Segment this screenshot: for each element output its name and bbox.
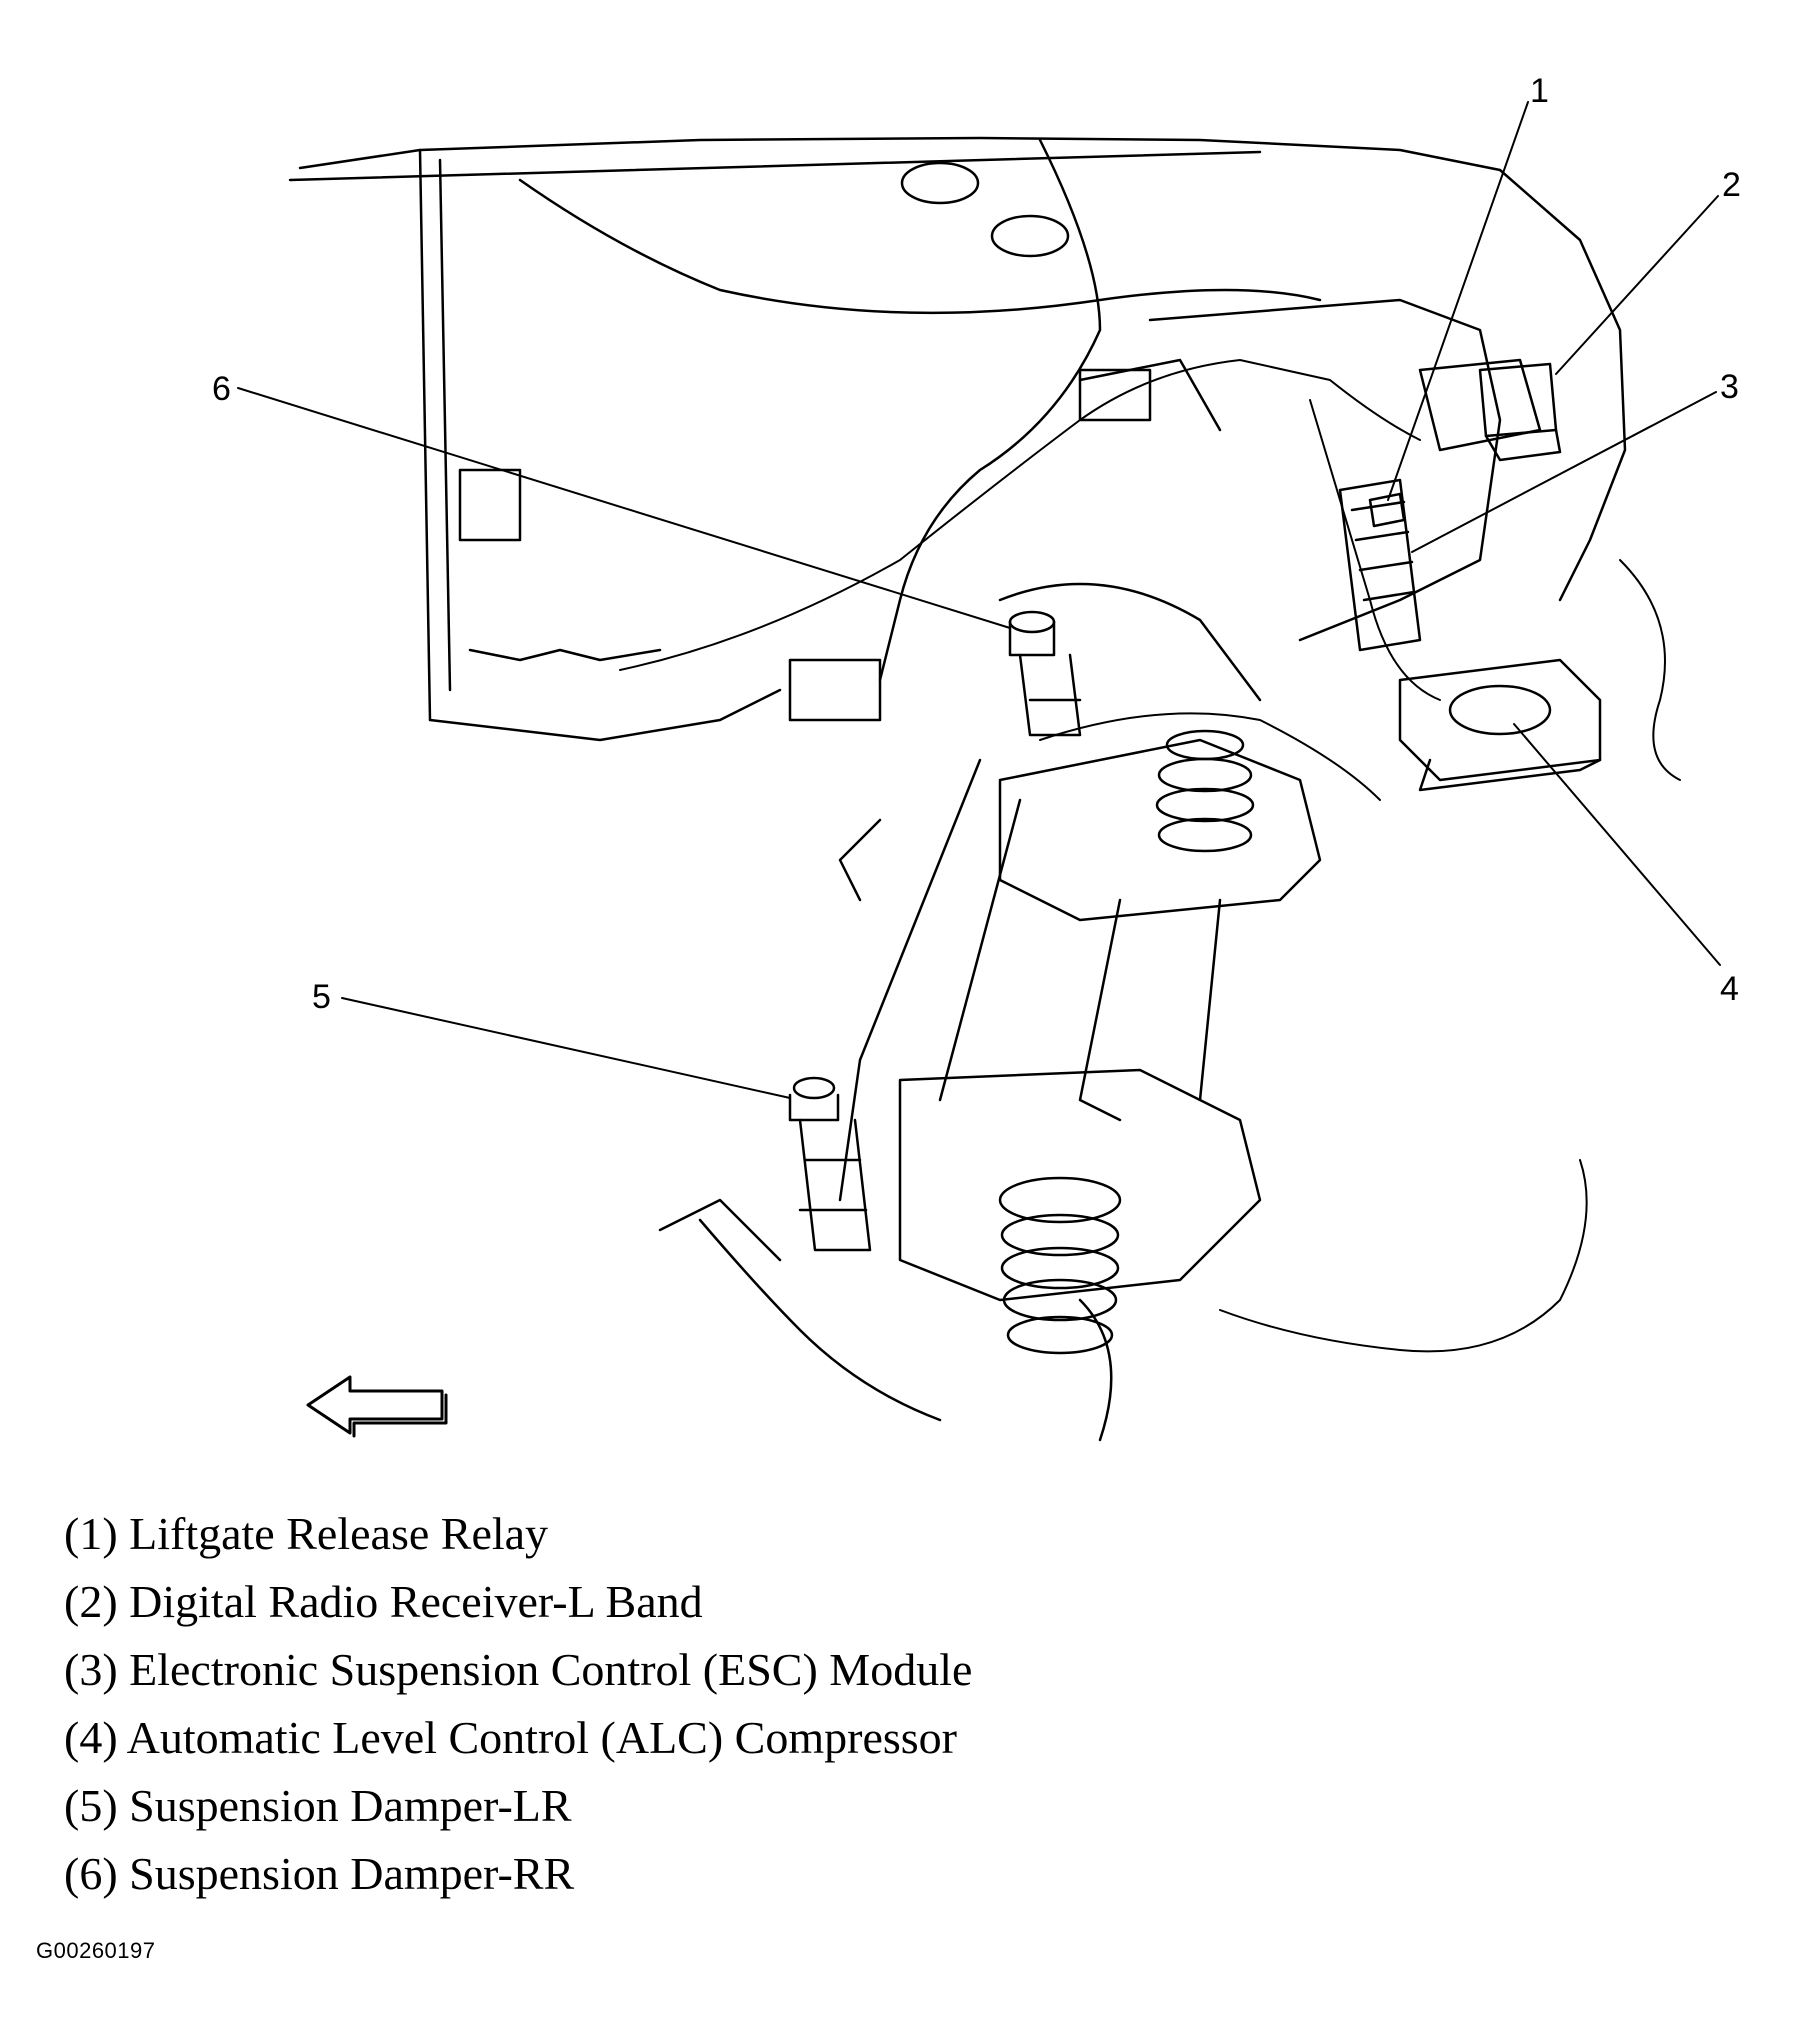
legend-item: (3) Electronic Suspension Control (ESC) … [64,1644,973,1695]
callout-5: 5 [312,978,331,1016]
parts-legend: (1) Liftgate Release Relay (2) Digital R… [64,1500,972,1908]
liftgate-release-relay [1368,492,1406,528]
alc-compressor [1398,658,1602,792]
digital-radio-receiver [1478,362,1562,462]
callout-4: 4 [1720,970,1739,1008]
callout-1: 1 [1530,72,1549,110]
legend-item: (2) Digital Radio Receiver-L Band [64,1576,703,1627]
rear-body-panel [288,136,1627,742]
callout-3: 3 [1720,368,1739,406]
wiring-harness [619,359,1681,1353]
callout-6: 6 [212,370,231,408]
leader-lines [237,101,1721,1099]
esc-module [1338,478,1422,652]
suspension-damper-lr [788,1076,872,1252]
legend-item: (6) Suspension Damper-RR [64,1848,575,1899]
suspension-damper-rr [1008,610,1082,737]
callout-2: 2 [1722,166,1741,204]
rear-subframe [658,738,1322,1442]
coil-spring-rr [1155,729,1255,853]
legend-item: (1) Liftgate Release Relay [64,1508,549,1559]
vehicle-rear-body-diagram [237,101,1721,1442]
figure-id: G00260197 [36,1938,156,1963]
direction-arrow-icon [306,1375,448,1438]
coil-spring-lr [998,1176,1122,1355]
legend-item: (4) Automatic Level Control (ALC) Compre… [64,1712,958,1763]
legend-item: (5) Suspension Damper-LR [64,1780,572,1831]
